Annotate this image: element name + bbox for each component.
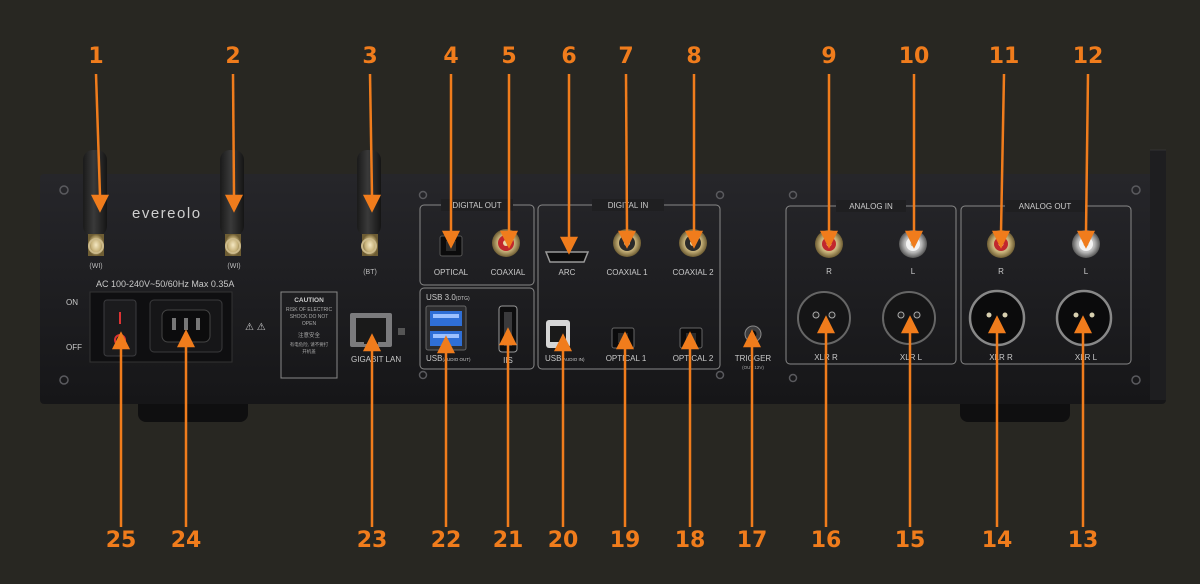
coaxial-out-label: COAXIAL: [491, 268, 526, 277]
callout-22: 22: [430, 528, 462, 553]
caution-title: CAUTION: [294, 297, 324, 304]
ain-l-label: L: [911, 267, 916, 276]
callout-3: 3: [362, 44, 378, 69]
callout-24: 24: [170, 528, 202, 553]
power-off-label: OFF: [66, 343, 82, 352]
ac-power-inlet[interactable]: [149, 299, 223, 353]
callout-4: 4: [443, 44, 459, 69]
digital-in-heading: DIGITAL IN: [608, 201, 649, 210]
callout-21: 21: [492, 528, 524, 553]
callout-11: 11: [988, 44, 1020, 69]
callout-7: 7: [618, 44, 634, 69]
arc-label: ARC: [559, 268, 576, 277]
callout-23: 23: [356, 528, 388, 553]
chassis: [40, 174, 1166, 404]
callout-12: 12: [1072, 44, 1104, 69]
usb-audio-out-label: USB(AUDIO OUT): [426, 354, 471, 363]
caution-box: [280, 291, 338, 379]
optical1-label: OPTICAL 1: [606, 354, 647, 363]
callout-16: 16: [810, 528, 842, 553]
aout-r-label: R: [998, 267, 1004, 276]
digital-out-heading: DIGITAL OUT: [452, 201, 501, 210]
callout-6: 6: [561, 44, 577, 69]
xlr-in-l-label: XLR L: [900, 353, 923, 362]
lan-label: GIGABIT LAN: [351, 355, 401, 364]
usb-iis-frame: [419, 287, 535, 370]
antenna-wifi-2: [220, 150, 244, 256]
usb-audio-in-label: USB(AUDIO IN): [545, 354, 585, 363]
power-on-label: ON: [66, 298, 78, 307]
callout-19: 19: [609, 528, 641, 553]
callout-15: 15: [894, 528, 926, 553]
power-rating-label: AC 100-240V~50/60Hz Max 0.35A: [96, 279, 234, 289]
callout-5: 5: [501, 44, 517, 69]
callout-10: 10: [898, 44, 930, 69]
callout-8: 8: [686, 44, 702, 69]
power-switch[interactable]: [103, 299, 137, 357]
callout-9: 9: [821, 44, 837, 69]
coaxial2-label: COAXIAL 2: [672, 268, 714, 277]
caution-cn-title: 注意安全: [298, 331, 321, 339]
optical2-label: OPTICAL 2: [673, 354, 714, 363]
heatsink-fins: [1150, 150, 1166, 400]
analog-out-heading: ANALOG OUT: [1019, 202, 1072, 211]
callout-1: 1: [88, 44, 104, 69]
callout-13: 13: [1067, 528, 1099, 553]
antenna-bluetooth: [357, 150, 381, 256]
callout-2: 2: [225, 44, 241, 69]
trigger-sub-label: (OUT 12V): [742, 365, 764, 370]
antenna-tag-2: (WI): [227, 263, 240, 270]
xlr-in-right[interactable]: [797, 291, 851, 345]
analog-in-heading: ANALOG IN: [849, 202, 893, 211]
lan-led: [398, 328, 405, 335]
callout-arrows: [90, 73, 1096, 527]
antenna-tag-3: (BT): [363, 269, 377, 276]
callout-14: 14: [981, 528, 1013, 553]
caution-cn-line-1: 有电危险, 请不要打: [290, 341, 329, 348]
caution-line-1: RISK OF ELECTRIC: [286, 307, 333, 313]
antenna-tag-1: (WI): [89, 263, 102, 270]
xlr-out-l-label: XLR L: [1075, 353, 1098, 362]
optical-out-label: OPTICAL: [434, 268, 469, 277]
coaxial1-label: COAXIAL 1: [606, 268, 648, 277]
callout-20: 20: [547, 528, 579, 553]
warning-symbols: ⚠ ⚠: [245, 322, 266, 333]
brand-logo: evereolo: [132, 205, 202, 222]
callout-25: 25: [105, 528, 137, 553]
antenna-wifi-1: [83, 150, 107, 256]
caution-line-3: OPEN: [302, 321, 317, 327]
xlr-out-r-label: XLR R: [989, 353, 1013, 362]
caution-line-2: SHOCK DO NOT: [290, 314, 329, 320]
caution-cn-line-2: 开机盖: [302, 348, 316, 355]
aout-l-label: L: [1084, 267, 1089, 276]
hdmi-arc-port[interactable]: [544, 251, 590, 263]
usb3-label: USB 3.0(DTG): [426, 293, 470, 302]
ain-r-label: R: [826, 267, 832, 276]
callout-17: 17: [736, 528, 768, 553]
chassis-screws: [59, 185, 1141, 385]
callout-18: 18: [674, 528, 706, 553]
